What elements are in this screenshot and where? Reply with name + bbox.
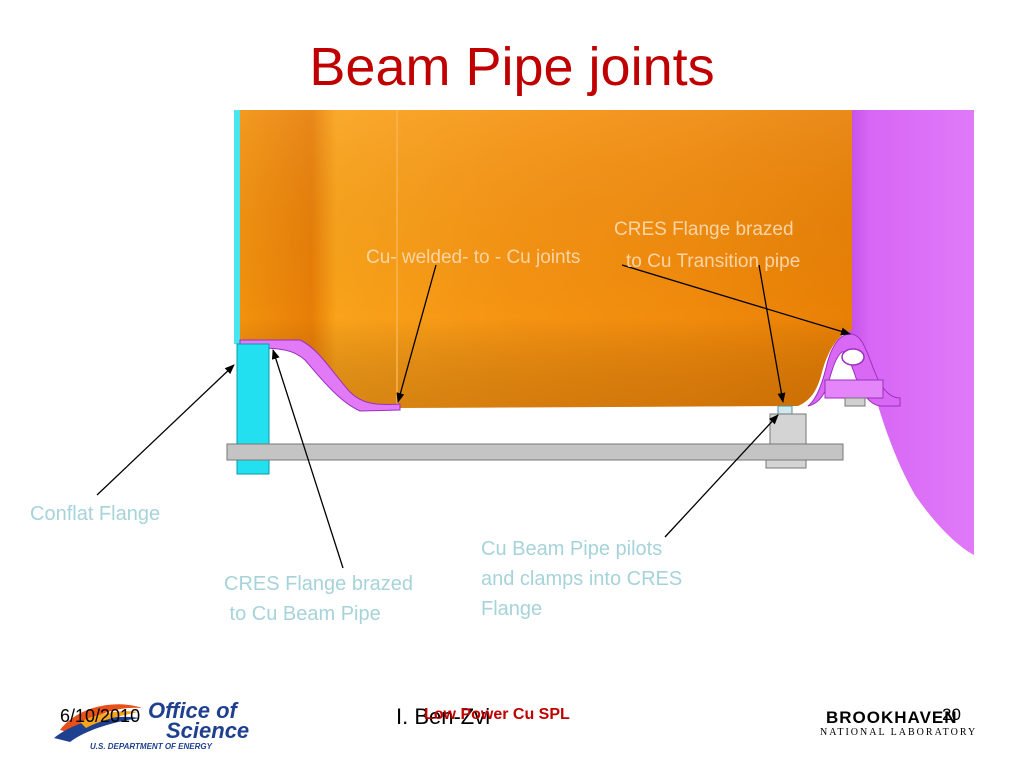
arrow-cres-transition-2 xyxy=(758,264,786,403)
bnl-logo-line1: BROOKHAVEN xyxy=(826,708,958,727)
doe-logo-line1: Office of xyxy=(148,698,237,723)
label-cres-beam-pipe-line1: CRES Flange brazed xyxy=(224,573,413,595)
doe-swoosh-icon xyxy=(54,704,142,742)
cres-transition-pipe xyxy=(835,110,974,555)
label-conflat-flange: Conflat Flange xyxy=(30,503,161,525)
label-cres-beam-pipe-line2: to Cu Beam Pipe xyxy=(224,603,381,625)
label-cres-transition-line1: CRES Flange brazed xyxy=(614,219,794,240)
brookhaven-logo: BROOKHAVEN NATIONAL LABORATORY xyxy=(818,708,978,744)
footer-date: 6/10/2010 xyxy=(60,706,141,726)
arrow-cres-beam-pipe xyxy=(271,349,344,569)
arrow-conflat xyxy=(96,364,235,496)
doe-office-of-science-logo: Office of Science U.S. DEPARTMENT OF ENE… xyxy=(50,698,250,754)
arrow-cu-weld xyxy=(396,264,437,403)
footer-talk-title: Low Power Cu SPL xyxy=(424,706,570,723)
cres-flange-lip-left xyxy=(239,339,401,412)
footer-page-number: 20 xyxy=(942,705,961,724)
label-cu-welded-joints: Cu- welded- to - Cu joints xyxy=(366,247,581,268)
doe-logo-line2: Science xyxy=(166,718,250,743)
label-cres-transition-line2: to Cu Transition pipe xyxy=(626,251,801,272)
arrow-cres-transition-1 xyxy=(621,264,851,336)
label-pilots-line3: Flange xyxy=(481,598,543,620)
arrow-pilots xyxy=(664,414,779,538)
doe-logo-line3: U.S. DEPARTMENT OF ENERGY xyxy=(90,742,212,751)
label-pilots-line1: Cu Beam Pipe pilots xyxy=(481,538,663,560)
bnl-logo-line2: NATIONAL LABORATORY xyxy=(820,727,978,738)
slide-title: Beam Pipe joints xyxy=(309,37,715,97)
support-bar xyxy=(226,443,844,461)
label-pilots-line2: and clamps into CRES xyxy=(481,568,683,590)
flange-edge xyxy=(234,110,240,344)
footer-author: I. Ben-Zvi xyxy=(396,704,491,729)
